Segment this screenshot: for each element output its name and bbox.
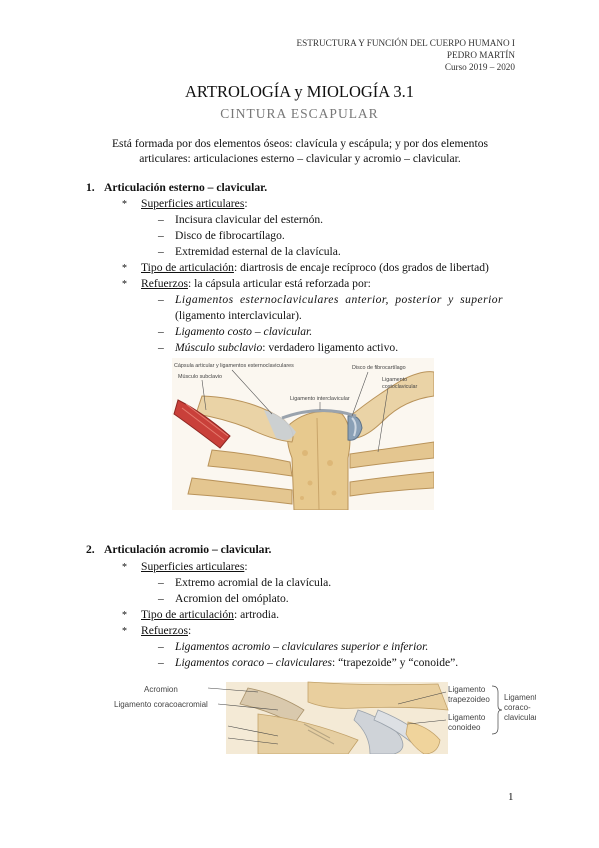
dash-marker: – — [158, 293, 164, 306]
figure-caption: Ligamento interclavicular — [290, 396, 350, 402]
dash-marker: – — [158, 640, 164, 653]
figure-caption: Cápsula articular y ligamentos esternocl… — [174, 363, 294, 369]
sub-item-text: : “trapezoide” y “conoide”. — [332, 656, 459, 669]
sub-item-text: Acromion del omóplato. — [175, 592, 289, 605]
section-2-heading: 2. Articulación acromio – clavicular. — [86, 543, 271, 556]
page-title: ARTROLOGÍA y MIOLOGÍA 3.1 — [184, 82, 415, 101]
section-title: Articulación esterno – clavicular. — [104, 181, 268, 194]
sub-item-text: Ligamentos acromio – claviculares superi… — [175, 640, 429, 653]
page-subtitle: CINTURA ESCAPULAR — [220, 106, 379, 121]
document-header: ESTRUCTURA Y FUNCIÓN DEL CUERPO HUMANO I… — [297, 37, 515, 73]
surfaces-label: Superficies articulares — [141, 560, 245, 573]
bullet-marker: * — [122, 263, 127, 274]
figure-label: conoideo — [448, 723, 481, 732]
reinforcements-label: Refuerzos — [141, 277, 188, 290]
brace-icon — [491, 685, 503, 735]
page-number: 1 — [508, 791, 514, 803]
sub-item-italic: Ligamentos coraco – claviculares — [175, 656, 333, 669]
reinforcements-text: : la cápsula articular está reforzada po… — [188, 277, 371, 290]
bullet-marker: * — [122, 610, 127, 621]
header-course-name: ESTRUCTURA Y FUNCIÓN DEL CUERPO HUMANO I — [296, 38, 515, 48]
dash-marker: – — [158, 592, 164, 605]
header-year: Curso 2019 – 2020 — [444, 62, 515, 72]
figure-label: coraco- — [504, 703, 531, 712]
dash-marker: – — [158, 656, 164, 669]
figure-label: Ligamento — [504, 693, 536, 702]
colon: : — [244, 197, 248, 210]
bullet-marker: * — [122, 562, 127, 573]
joint-type-label: Tipo de articulación — [141, 261, 234, 274]
sub-item-text: Extremo acromial de la clavícula. — [175, 576, 332, 589]
sub-item-text: Extremidad esternal de la clavícula. — [175, 245, 341, 258]
figure-label: Ligamento coracoacromial — [114, 700, 208, 709]
section-number: 1. — [86, 181, 95, 194]
reinforcements-label: Refuerzos — [141, 624, 188, 637]
figure-label: Ligamento — [448, 713, 486, 722]
sub-item-text: Incisura clavicular del esternón. — [175, 213, 324, 226]
dash-marker: – — [158, 341, 164, 354]
section-1-heading: 1. Articulación esterno – clavicular. — [86, 181, 267, 194]
figure-caption: costoclavicular — [382, 384, 418, 390]
figure-label: trapezoideo — [448, 695, 490, 704]
joint-type-label: Tipo de articulación — [141, 608, 234, 621]
figure-caption: Músculo subclavio — [178, 374, 222, 380]
dash-marker: – — [158, 576, 164, 589]
figure-caption: Disco de fibrocartílago — [352, 365, 406, 371]
acromioclavicular-joint-illustration: Acromion Ligamento coracoacromial Ligame… — [108, 680, 536, 754]
joint-type-text: : artrodia. — [233, 608, 280, 621]
dash-marker: – — [158, 213, 164, 226]
header-author: PEDRO MARTÍN — [446, 50, 515, 60]
bullet-marker: * — [122, 626, 127, 637]
sub-item-text: : verdadero ligamento activo. — [262, 341, 399, 354]
sub-item-italic: Músculo subclavio — [175, 341, 263, 354]
sternoclavicular-joint-illustration: Cápsula articular y ligamentos esternocl… — [172, 358, 434, 510]
sub-item-text: Ligamento costo – clavicular. — [175, 325, 313, 338]
bullet-marker: * — [122, 279, 127, 290]
surfaces-label: Superficies articulares — [141, 197, 245, 210]
dash-marker: – — [158, 229, 164, 242]
figure-label: Acromion — [144, 685, 178, 694]
section-title: Articulación acromio – clavicular. — [104, 543, 272, 556]
sub-item-text: (ligamento interclavicular). — [175, 309, 302, 322]
section-number: 2. — [86, 543, 95, 556]
bullet-marker: * — [122, 199, 127, 210]
sub-item-text: Ligamentos esternoclaviculares anterior,… — [175, 293, 503, 306]
sub-item-text: Disco de fibrocartílago. — [175, 229, 285, 242]
colon: : — [244, 560, 248, 573]
figure-label: Ligamento — [448, 685, 486, 694]
joint-type-text: : diartrosis de encaje recíproco (dos gr… — [233, 261, 489, 274]
dash-marker: – — [158, 245, 164, 258]
intro-paragraph: Está formada por dos elementos óseos: cl… — [111, 137, 489, 165]
reinforcements-text: : — [188, 624, 192, 637]
dash-marker: – — [158, 325, 164, 338]
figure-label: clavicular — [504, 713, 536, 722]
figure-caption: Ligamento — [382, 377, 407, 383]
